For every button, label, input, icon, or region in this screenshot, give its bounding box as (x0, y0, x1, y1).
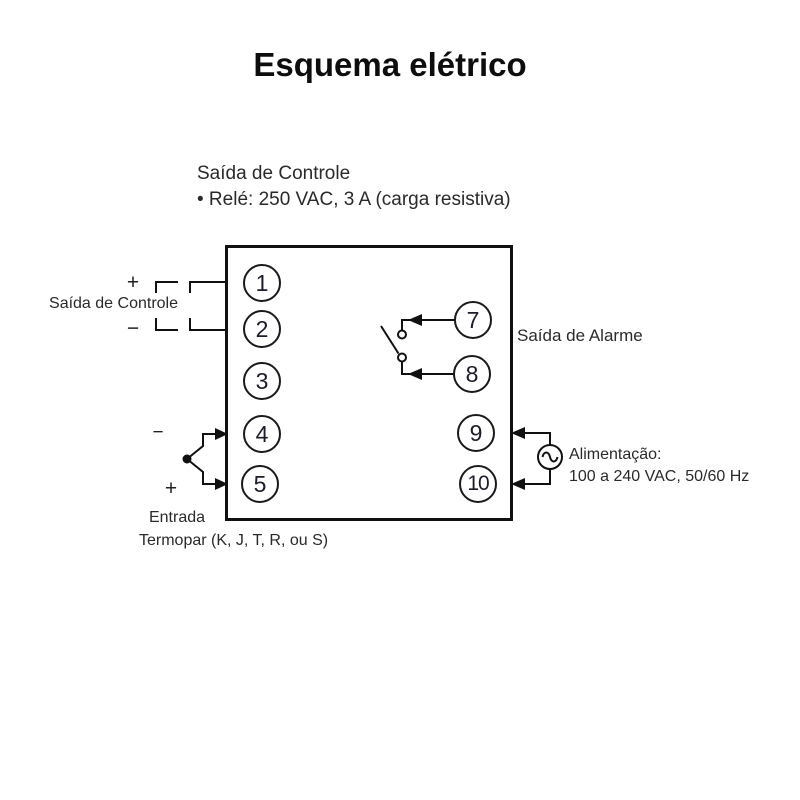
power-label-line1: Alimentação: (569, 446, 662, 463)
control-wire-terminal2 (189, 318, 227, 331)
sensor-input-minus-sign: − (152, 422, 164, 443)
control-output-note-line2: • Relé: 250 VAC, 3 A (carga resistiva) (197, 189, 511, 210)
terminal-1: 1 (243, 264, 281, 302)
sensor-input-plus-sign: + (164, 477, 178, 500)
control-output-note-line1: Saída de Controle (197, 163, 351, 184)
terminal-4: 4 (243, 415, 281, 453)
power-label-line2: 100 a 240 VAC, 50/60 Hz (569, 468, 750, 485)
control-output-minus-sign: − (126, 317, 140, 340)
control-output-plus-sign: + (126, 271, 140, 294)
arrowhead-into-terminal10-icon (511, 478, 525, 490)
thermocouple-junction-dot (182, 454, 192, 464)
alarm-output-label: Saída de Alarme (517, 326, 643, 345)
terminal-9: 9 (457, 414, 495, 452)
control-output-label: Saída de Controle (49, 295, 178, 312)
sensor-input-label-line1: Entrada (148, 509, 206, 526)
terminal-3: 3 (243, 362, 281, 400)
page-title: Esquema elétrico (253, 46, 527, 83)
sensor-input-label-line2: Termopar (K, J, T, R, ou S) (139, 532, 329, 549)
arrowhead-into-terminal9-icon (511, 427, 525, 439)
connector-mark-bottom-left (155, 318, 178, 331)
thermocouple-wire-plus (186, 458, 217, 485)
power-wire-terminal10 (524, 469, 551, 485)
terminal-7: 7 (454, 301, 492, 339)
control-wire-terminal1 (189, 281, 227, 293)
connector-mark-top-left (155, 281, 178, 293)
ac-source-icon (537, 444, 563, 470)
terminal-2: 2 (243, 310, 281, 348)
power-wire-terminal9 (524, 432, 551, 445)
terminal-10: 10 (459, 465, 497, 503)
control-output-note: Saída de Controle • Relé: 250 VAC, 3 A (… (197, 161, 511, 213)
terminal-5: 5 (241, 465, 279, 503)
thermocouple-wire-minus (186, 433, 217, 460)
sine-wave-icon (541, 451, 559, 463)
terminal-8: 8 (453, 355, 491, 393)
